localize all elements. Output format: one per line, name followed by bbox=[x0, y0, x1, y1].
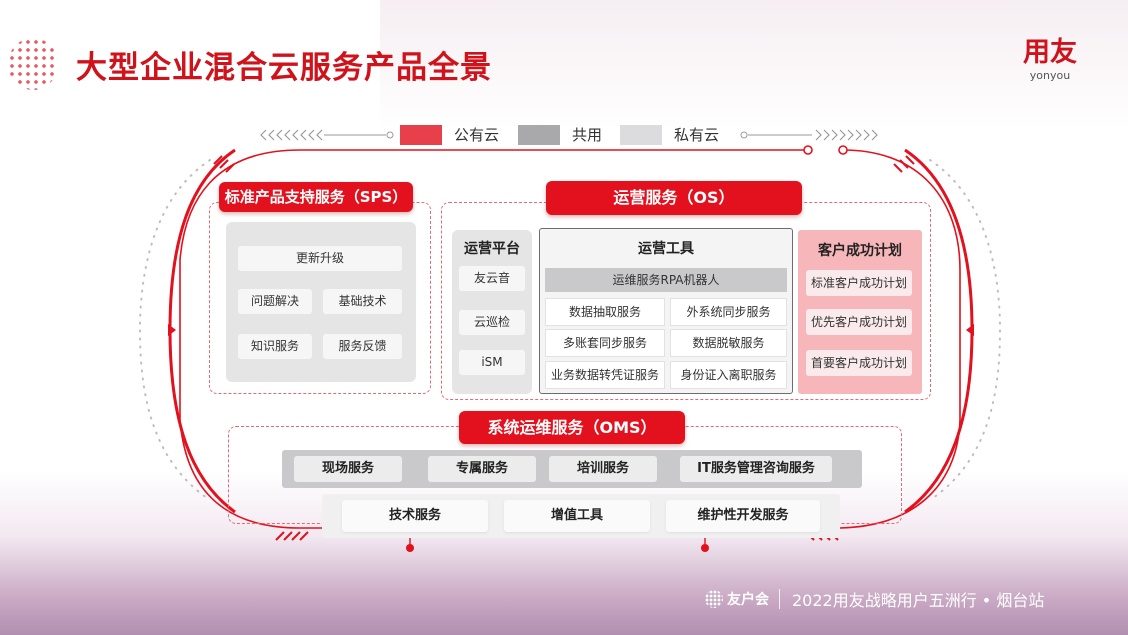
sps-title: 标准产品支持服务（SPS） bbox=[219, 182, 413, 212]
os-customer-item: 标准客户成功计划 bbox=[806, 270, 912, 296]
cloud-light-icon bbox=[620, 124, 662, 145]
sps-item: 知识服务 bbox=[238, 334, 312, 359]
os-tools-title: 运营工具 bbox=[638, 241, 694, 257]
hatch-top-left-icon bbox=[213, 155, 235, 173]
os-tool-item: 外系统同步服务 bbox=[670, 298, 787, 326]
top-background bbox=[380, 0, 1128, 130]
legend-label: 私有云 bbox=[674, 126, 720, 144]
footer: 友户会 2022用友战略用户五洲行 • 烟台站 bbox=[705, 587, 1044, 611]
os-customer-item: 首要客户成功计划 bbox=[806, 350, 912, 376]
sps-item: 问题解决 bbox=[238, 289, 312, 314]
chevrons-right-icon bbox=[815, 129, 878, 141]
oms-item: 维护性开发服务 bbox=[666, 500, 820, 532]
os-title: 运营服务（OS） bbox=[546, 181, 802, 215]
yonyou-logo: 用友 yonyou bbox=[1010, 37, 1090, 83]
logo-text-en: yonyou bbox=[1029, 69, 1071, 82]
sps-item: 更新升级 bbox=[238, 246, 402, 271]
footer-text: 2022用友战略用户五洲行 • 烟台站 bbox=[792, 591, 1045, 610]
cloud-gray-icon bbox=[518, 124, 560, 145]
hatch-top-right-icon bbox=[893, 155, 915, 173]
os-customer-title: 客户成功计划 bbox=[818, 243, 902, 259]
legend-label: 公有云 bbox=[454, 126, 500, 144]
oms-item: 技术服务 bbox=[342, 500, 488, 532]
legend-private-cloud: 私有云 bbox=[620, 124, 719, 145]
os-tool-item: 多账套同步服务 bbox=[545, 329, 665, 357]
legend-shared: 共用 bbox=[518, 124, 602, 145]
os-tool-item: 身份证入离职服务 bbox=[670, 361, 787, 389]
cloud-red-icon bbox=[400, 124, 442, 145]
footer-brand: 友户会 bbox=[705, 589, 769, 609]
sps-item: 服务反馈 bbox=[323, 334, 402, 359]
legend-public-cloud: 公有云 bbox=[400, 124, 499, 145]
os-customer-item: 优先客户成功计划 bbox=[806, 309, 912, 335]
logo-text-cn: 用友 bbox=[1023, 37, 1077, 68]
sps-item: 基础技术 bbox=[323, 289, 402, 314]
os-platform-title: 运营平台 bbox=[464, 241, 520, 257]
legend-label: 共用 bbox=[572, 126, 603, 144]
os-tool-item: 业务数据转凭证服务 bbox=[545, 361, 665, 389]
grid-logo-icon bbox=[705, 590, 723, 608]
footer-brand-text: 友户会 bbox=[727, 592, 769, 608]
os-platform-item: 友云音 bbox=[459, 266, 525, 291]
hatch-left-icon bbox=[275, 531, 309, 541]
os-platform-item: iSM bbox=[459, 350, 525, 375]
page-title: 大型企业混合云服务产品全景 bbox=[76, 50, 492, 86]
os-tool-item: 数据抽取服务 bbox=[545, 298, 665, 326]
oms-item: 专属服务 bbox=[428, 456, 536, 482]
oms-item: 增值工具 bbox=[504, 500, 650, 532]
oms-item: 现场服务 bbox=[294, 456, 402, 482]
oms-item: IT服务管理咨询服务 bbox=[680, 456, 832, 482]
dots-decoration-icon bbox=[8, 38, 58, 90]
oms-title: 系统运维服务（OMS） bbox=[459, 411, 685, 444]
os-tools-rpa: 运维服务RPA机器人 bbox=[545, 268, 787, 292]
footer-divider bbox=[779, 589, 780, 609]
chevrons-left-icon bbox=[260, 129, 323, 141]
os-platform-item: 云巡检 bbox=[459, 310, 525, 335]
os-tool-item: 数据脱敏服务 bbox=[670, 329, 787, 357]
oms-item: 培训服务 bbox=[549, 456, 657, 482]
